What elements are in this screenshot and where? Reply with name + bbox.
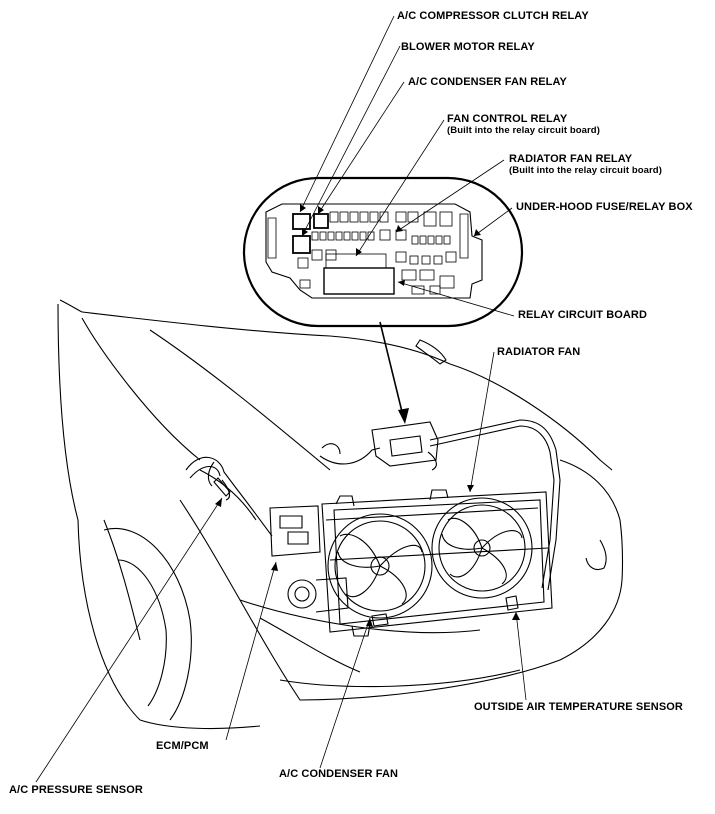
fan-control-relay-note: (Built into the relay circuit board) <box>447 125 600 136</box>
fuse-relay-box-inset <box>242 176 524 328</box>
inset-arrow <box>379 321 405 421</box>
radiator-fan-relay-note: (Built into the relay circuit board) <box>509 165 662 176</box>
label-relay-circuit-board: RELAY CIRCUIT BOARD <box>518 309 648 321</box>
label-radiator-fan: RADIATOR FAN <box>497 346 581 358</box>
label-ac-condenser-fan: A/C CONDENSER FAN <box>279 768 399 780</box>
leader-lines <box>35 15 527 783</box>
label-blower-motor-relay: BLOWER MOTOR RELAY <box>401 41 535 53</box>
car-outline <box>57 299 624 730</box>
label-fan-control-relay: FAN CONTROL RELAY (Built into the relay … <box>447 113 600 136</box>
inset-arrowhead <box>398 408 409 424</box>
radiator-fan-relay-title: RADIATOR FAN RELAY <box>509 153 633 165</box>
label-ac-compressor-clutch-relay: A/C COMPRESSOR CLUTCH RELAY <box>397 10 589 22</box>
label-ac-pressure-sensor: A/C PRESSURE SENSOR <box>9 784 143 796</box>
fan-control-relay-title: FAN CONTROL RELAY <box>447 113 568 125</box>
label-ecm-pcm: ECM/PCM <box>156 740 209 752</box>
label-outside-air-temperature-sensor: OUTSIDE AIR TEMPERATURE SENSOR <box>474 701 683 713</box>
label-radiator-fan-relay: RADIATOR FAN RELAY (Built into the relay… <box>509 153 662 176</box>
label-ac-condenser-fan-relay: A/C CONDENSER FAN RELAY <box>408 76 567 88</box>
label-under-hood-fuse-relay-box: UNDER-HOOD FUSE/RELAY BOX <box>516 201 693 213</box>
leader-arrowheads <box>215 204 520 627</box>
engine-components <box>185 419 561 637</box>
